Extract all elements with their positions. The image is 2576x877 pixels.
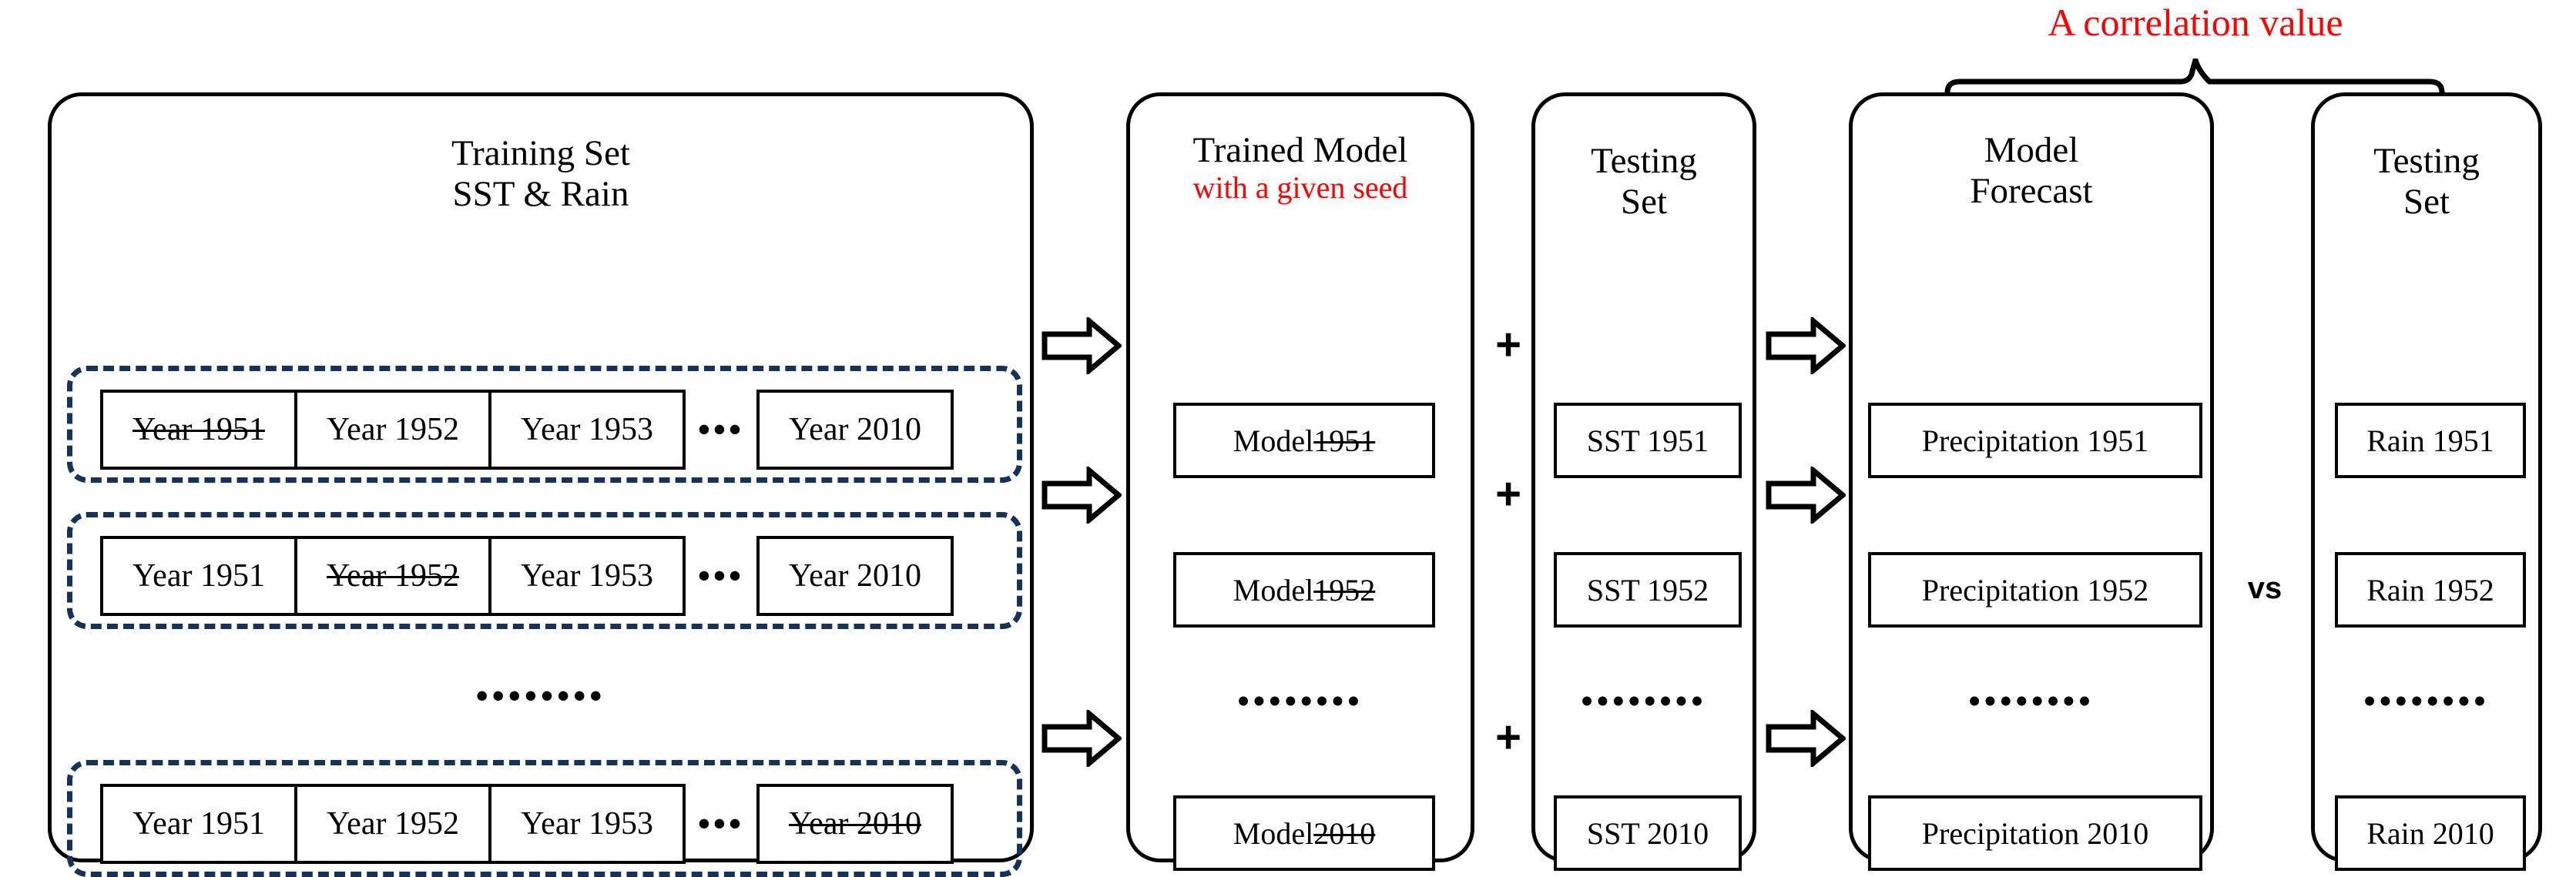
year-cell[interactable]: Year 2010	[756, 536, 954, 616]
model-prefix: Model	[1233, 815, 1314, 851]
training-set-title-line1: Training Set	[451, 133, 630, 173]
model-prefix: Model	[1233, 572, 1314, 608]
testing-set-rain-panel: Testing Set Rain 1951 Rain 1952 ••••••••…	[2311, 92, 2542, 871]
training-set-title-line2: SST & Rain	[452, 173, 629, 214]
testing-set-rain-title-line1: Testing	[2373, 141, 2480, 181]
testing-set-sst-panel: Testing Set SST 1951 SST 1952 •••••••• S…	[1531, 92, 1756, 871]
trained-model-seed-note: with a given seed	[1192, 169, 1408, 205]
year-cell[interactable]: Year 1951	[100, 390, 297, 470]
year-cell[interactable]: Year 1951	[100, 784, 297, 864]
trained-model-title: Trained Model with a given seed	[1130, 130, 1471, 205]
arrow-right-icon	[1766, 467, 1846, 524]
arrow-right-icon	[1041, 467, 1122, 524]
year-cell[interactable]: Year 1952	[294, 784, 491, 864]
arrow-right-icon	[1041, 710, 1122, 767]
correlation-brace	[1944, 59, 2447, 111]
arrow-right-icon	[1041, 317, 1122, 374]
model-items-ellipsis: ••••••••	[1237, 682, 1363, 720]
plus-icon: +	[1495, 320, 1521, 370]
model-year-struck: 1952	[1313, 572, 1376, 608]
model-forecast-title: Model Forecast	[1853, 130, 2210, 211]
model-forecast-title-line1: Model	[1984, 130, 2079, 170]
model-prefix: Model	[1233, 423, 1314, 458]
model-forecast-title-line2: Forecast	[1970, 170, 2093, 211]
plus-icon: +	[1495, 712, 1521, 762]
sst-items-ellipsis: ••••••••	[1581, 682, 1707, 720]
model-forecast-panel: Model Forecast Precipitation 1951 Precip…	[1849, 92, 2214, 871]
training-rows-ellipsis: ••••••••	[475, 676, 606, 715]
training-set-title: Training Set SST & Rain	[52, 133, 1030, 214]
arrow-right-icon	[1766, 710, 1846, 767]
testing-set-sst-title: Testing Set	[1535, 141, 1753, 222]
year-cell[interactable]: Year 1953	[488, 784, 686, 864]
year-cell[interactable]: Year 1953	[488, 536, 686, 616]
rain-item[interactable]: Rain 1951	[2335, 403, 2526, 478]
rain-items-ellipsis: ••••••••	[2363, 682, 2490, 720]
sst-item[interactable]: SST 1951	[1554, 403, 1742, 478]
year-cell[interactable]: Year 1952	[294, 390, 491, 470]
forecast-item[interactable]: Precipitation 1952	[1868, 552, 2202, 628]
arrow-right-icon	[1766, 317, 1846, 374]
plus-icon: +	[1495, 469, 1521, 519]
testing-set-rain-title: Testing Set	[2315, 141, 2538, 222]
testing-set-rain-title-line2: Set	[2403, 181, 2450, 222]
year-cell[interactable]: Year 1951	[100, 536, 297, 616]
rain-item[interactable]: Rain 1952	[2335, 552, 2526, 628]
training-fold-row-1[interactable]: Year 1951 Year 1952 Year 1953 ••• Year 2…	[67, 366, 1022, 483]
sst-item[interactable]: SST 1952	[1554, 552, 1742, 628]
year-gap-ellipsis: •••	[697, 410, 745, 450]
model-year-struck: 1951	[1313, 423, 1376, 458]
vs-label: vs	[2247, 571, 2283, 605]
year-strip: Year 1951 Year 1952 Year 1953 ••• Year 2…	[100, 536, 954, 616]
forecast-item[interactable]: Precipitation 2010	[1868, 795, 2202, 871]
year-cell[interactable]: Year 1952	[294, 536, 491, 616]
year-gap-ellipsis: •••	[697, 556, 745, 596]
model-year-struck: 2010	[1313, 815, 1376, 851]
testing-set-sst-title-line1: Testing	[1591, 141, 1697, 181]
year-cell[interactable]: Year 2010	[756, 784, 954, 864]
rain-item[interactable]: Rain 2010	[2335, 795, 2526, 871]
trained-model-title-line1: Trained Model	[1192, 130, 1408, 170]
year-strip: Year 1951 Year 1952 Year 1953 ••• Year 2…	[100, 784, 954, 864]
correlation-annotation-label: A correlation value	[2048, 1, 2343, 44]
training-fold-row-last[interactable]: Year 1951 Year 1952 Year 1953 ••• Year 2…	[67, 760, 1022, 877]
year-strip: Year 1951 Year 1952 Year 1953 ••• Year 2…	[100, 390, 954, 470]
testing-set-sst-title-line2: Set	[1620, 181, 1668, 222]
year-cell[interactable]: Year 1953	[488, 390, 686, 470]
sst-item[interactable]: SST 2010	[1554, 795, 1742, 871]
year-gap-ellipsis: •••	[697, 804, 745, 844]
year-cell[interactable]: Year 2010	[756, 390, 954, 470]
training-set-panel: Training Set SST & Rain Year 1951 Year 1…	[48, 92, 1034, 877]
training-fold-row-2[interactable]: Year 1951 Year 1952 Year 1953 ••• Year 2…	[67, 512, 1022, 629]
forecast-items-ellipsis: ••••••••	[1968, 682, 2095, 720]
forecast-item[interactable]: Precipitation 1951	[1868, 403, 2202, 478]
